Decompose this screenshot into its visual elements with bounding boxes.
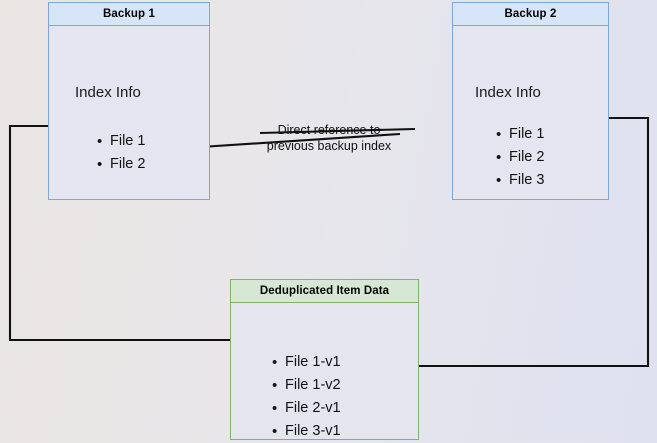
node-deduplicated-item-data-body: File 1-v1 File 1-v2 File 2-v1 File 3-v1 [231,303,418,443]
list-item: File 2 [496,146,545,169]
list-item: File 1-v2 [272,374,341,397]
node-deduplicated-item-data-file-list: File 1-v1 File 1-v2 File 2-v1 File 3-v1 [271,351,341,443]
node-deduplicated-item-data-title: Deduplicated Item Data [231,280,418,303]
list-item: File 3-v1 [272,420,341,443]
list-item: File 1 [97,130,146,153]
node-backup-1-section-label: Index Info [75,84,141,101]
node-backup-2-file-list: File 1 File 2 File 3 [495,123,545,192]
node-backup-2-title: Backup 2 [453,3,608,26]
edge-label-direct-reference: Direct reference to previous backup inde… [266,123,392,153]
node-backup-1-body: Index Info File 1 File 2 [49,26,209,199]
node-backup-1-title: Backup 1 [49,3,209,26]
node-backup-2[interactable]: Backup 2 Index Info File 1 File 2 File 3 [452,2,609,200]
list-item: File 3 [496,169,545,192]
node-backup-1[interactable]: Backup 1 Index Info File 1 File 2 [48,2,210,200]
list-item: File 2-v1 [272,397,341,420]
list-item: File 2 [97,153,146,176]
list-item: File 1-v1 [272,351,341,374]
node-backup-1-file-list: File 1 File 2 [96,130,146,176]
node-backup-2-body: Index Info File 1 File 2 File 3 [453,26,608,199]
node-deduplicated-item-data[interactable]: Deduplicated Item Data File 1-v1 File 1-… [230,279,419,443]
list-item: File 1 [496,123,545,146]
node-backup-2-section-label: Index Info [475,84,541,101]
